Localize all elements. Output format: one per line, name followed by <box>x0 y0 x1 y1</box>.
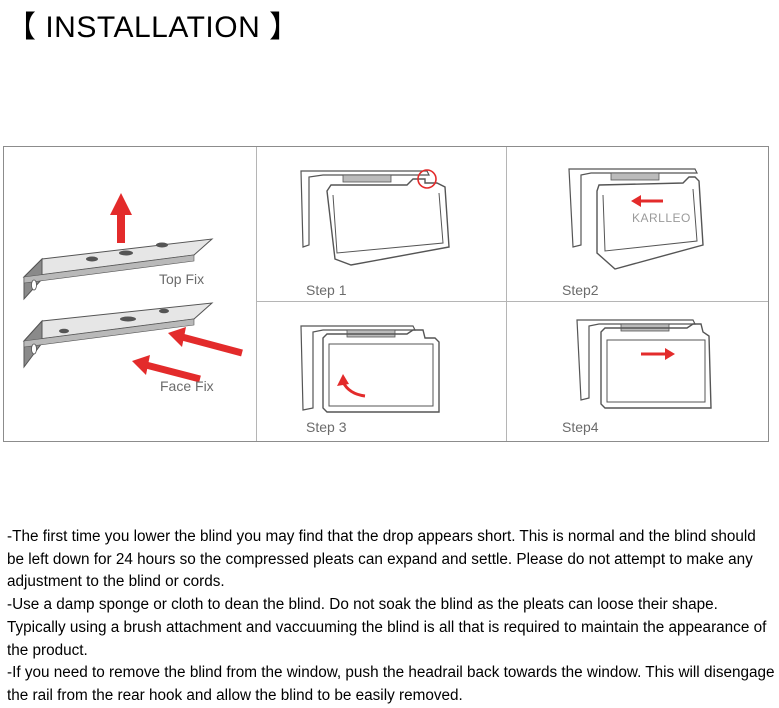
step-1-label: Step 1 <box>306 282 347 298</box>
step-4-label: Step4 <box>562 419 599 435</box>
installation-diagram: Top Fix Face Fix Step 1 KARLLEO Step2 St… <box>3 146 769 442</box>
note-paragraph: -The first time you lower the blind you … <box>7 528 756 591</box>
top-fix-bracket <box>22 238 214 301</box>
step-4-illustration <box>576 319 712 409</box>
page-title: 【 INSTALLATION 】 <box>6 11 300 44</box>
arrow-right-icon <box>641 348 675 360</box>
face-fix-label: Face Fix <box>160 378 214 394</box>
top-fix-label: Top Fix <box>159 271 205 287</box>
note-paragraph: -Use a damp sponge or cloth to dean the … <box>7 596 767 659</box>
care-instructions: -The first time you lower the blind you … <box>7 526 777 708</box>
note-paragraph: -If you need to remove the blind from th… <box>7 664 775 704</box>
brand-watermark: KARLLEO <box>632 211 691 225</box>
step-2-illustration <box>568 168 704 270</box>
step-1-illustration <box>300 169 450 266</box>
arrow-left-icon <box>631 195 663 207</box>
arrow-up-icon <box>110 193 132 243</box>
step-2-label: Step2 <box>562 282 599 298</box>
step-3-label: Step 3 <box>306 419 347 435</box>
step-3-illustration <box>300 325 440 413</box>
face-fix-bracket <box>22 302 214 369</box>
curved-arrow-icon <box>337 374 366 398</box>
bracket-illustration <box>22 193 243 383</box>
arrow-left-icon <box>132 355 201 383</box>
arrow-left-icon <box>168 327 243 357</box>
